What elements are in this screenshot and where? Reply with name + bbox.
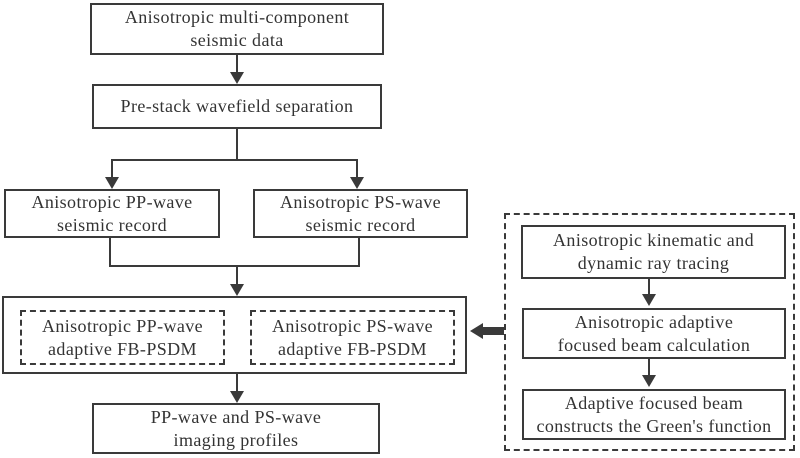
arrowhead-down-icon <box>230 391 244 403</box>
arrowhead-down-icon <box>230 284 244 296</box>
node-imaging-profiles: PP-wave and PS-wave imaging profiles <box>92 403 380 454</box>
node-pp-record: Anisotropic PP-wave seismic record <box>4 189 220 238</box>
psdm-group: Anisotropic PP-wave adaptive FB-PSDM Ani… <box>2 296 467 374</box>
connector-psdm-to-imaging <box>236 374 238 392</box>
connector-merge-right <box>358 238 360 267</box>
arrowhead-down-icon <box>642 294 656 306</box>
beam-module-group: Anisotropic kinematic and dynamic ray tr… <box>504 213 795 451</box>
connector-merge-bar <box>109 265 360 267</box>
node-ray-tracing: Anisotropic kinematic and dynamic ray tr… <box>521 225 786 279</box>
node-green-function: Adaptive focused beam constructs the Gre… <box>522 389 786 440</box>
arrowhead-down-icon <box>230 72 244 84</box>
connector-data-to-separation <box>236 55 238 73</box>
node-ps-record: Anisotropic PS-wave seismic record <box>253 189 468 238</box>
connector-separation-stem <box>236 129 238 160</box>
node-pp-psdm: Anisotropic PP-wave adaptive FB-PSDM <box>20 310 225 365</box>
connector-raytracing-to-calculation <box>648 277 650 295</box>
arrowhead-down-icon <box>642 375 656 387</box>
arrowhead-down-icon <box>350 177 364 189</box>
connector-split-bar <box>111 159 358 161</box>
node-beam-calculation: Anisotropic adaptive focused beam calcul… <box>522 308 786 359</box>
connector-merge-left <box>109 238 111 267</box>
node-wavefield-separation: Pre-stack wavefield separation <box>92 84 382 129</box>
connector-calculation-to-green <box>648 357 650 376</box>
thick-arrow-tail <box>483 327 504 335</box>
node-seismic-data: Anisotropic multi-component seismic data <box>90 3 384 55</box>
arrowhead-down-icon <box>105 177 119 189</box>
arrowhead-left-icon <box>470 323 483 339</box>
connector-merge-stem <box>236 265 238 285</box>
node-ps-psdm: Anisotropic PS-wave adaptive FB-PSDM <box>250 310 455 365</box>
connector-split-left <box>111 159 113 178</box>
connector-split-right <box>356 159 358 178</box>
